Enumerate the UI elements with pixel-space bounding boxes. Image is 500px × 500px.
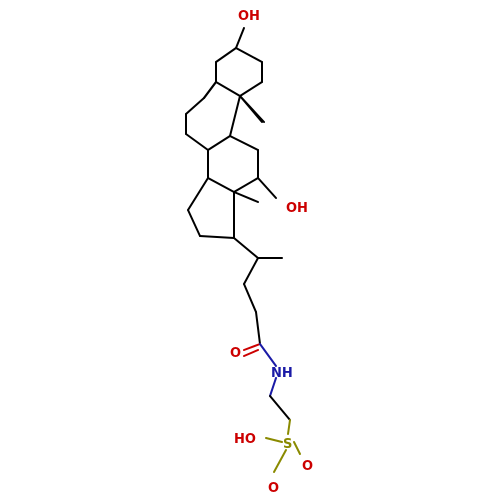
oh-mid-label: OH: [286, 201, 308, 216]
nh-label: NH: [271, 366, 293, 381]
oh-top-label: OH: [238, 9, 260, 24]
ring-a: [215, 27, 263, 97]
carbonyl-oxygen-label: O: [230, 346, 241, 361]
sulfonyl-oxygen-2-label: O: [268, 481, 279, 496]
ring-d: [187, 177, 259, 239]
ring-b: [185, 81, 265, 151]
methyl-groups: [239, 95, 277, 199]
sulfur-label: S: [283, 437, 292, 452]
sulfonyl-oxygen-1-label: O: [302, 459, 313, 474]
side-chain: [233, 237, 301, 473]
hydroxyl-sulfonic-label: HO: [234, 432, 256, 447]
ring-c: [207, 135, 259, 193]
